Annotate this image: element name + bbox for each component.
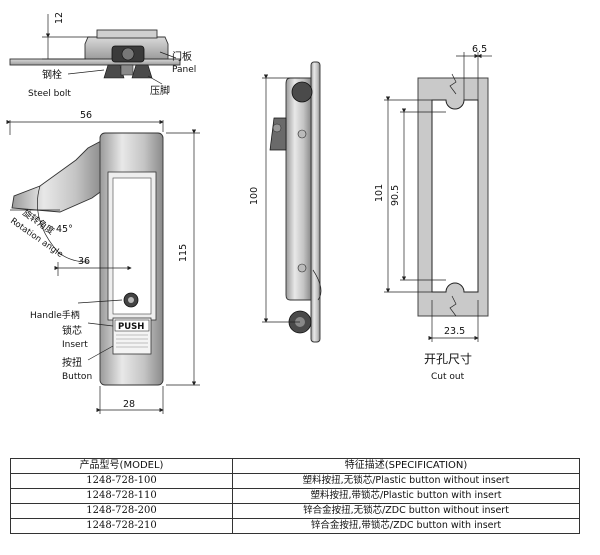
dim-23-5: 23.5 bbox=[444, 326, 465, 337]
dim-56: 56 bbox=[80, 110, 92, 121]
label-steel-bolt-en: Steel bolt bbox=[28, 89, 71, 99]
dim-115: 115 bbox=[178, 244, 189, 262]
cutout-hole bbox=[431, 99, 479, 293]
model-cell: 1248-728-210 bbox=[10, 518, 233, 534]
table-row: 1248-728-210 锌合金按扭,带锁芯/ZDC button with i… bbox=[10, 518, 580, 534]
model-cell: 1248-728-110 bbox=[10, 488, 233, 504]
label-insert-cn: 锁芯 bbox=[62, 324, 82, 337]
front-view: PUSH 56 115 45° 旋转角度 Rotation angle 36 H… bbox=[6, 110, 200, 414]
spec-cell: 塑料按扭,带锁芯/Plastic button with insert bbox=[232, 488, 580, 504]
dim-28: 28 bbox=[123, 399, 135, 410]
spec-cell: 塑料按扭,无锁芯/Plastic button without insert bbox=[232, 473, 580, 489]
technical-drawing: 12 门板 Panel 钢栓 Steel bolt 压脚 PUSH 56 bbox=[6, 12, 492, 414]
label-panel-cn: 门板 bbox=[172, 50, 192, 63]
table-row: 1248-728-100 塑料按扭,无锁芯/Plastic button wit… bbox=[10, 473, 580, 489]
model-cell: 1248-728-100 bbox=[10, 473, 233, 489]
spec-cell: 锌合金按扭,带锁芯/ZDC button with insert bbox=[232, 518, 580, 534]
dim-90-5: 90.5 bbox=[390, 185, 401, 206]
label-insert-en: Insert bbox=[62, 340, 88, 350]
dim-101: 101 bbox=[374, 184, 385, 202]
dim-6-5: 6.5 bbox=[472, 44, 487, 55]
label-foot-cn: 压脚 bbox=[150, 84, 170, 97]
header-specification: 特征描述(SPECIFICATION) bbox=[232, 458, 580, 474]
angle-45: 45° bbox=[56, 224, 73, 235]
rotated-handle bbox=[11, 139, 104, 213]
label-panel-en: Panel bbox=[172, 65, 196, 75]
spec-table: 产品型号(MODEL) 特征描述(SPECIFICATION) 1248-728… bbox=[10, 458, 580, 534]
dim-12: 12 bbox=[54, 12, 65, 24]
push-text: PUSH bbox=[118, 322, 144, 332]
model-cell: 1248-728-200 bbox=[10, 503, 233, 519]
side-panel-plate bbox=[310, 61, 321, 343]
side-view: 100 bbox=[249, 61, 322, 343]
table-header-row: 产品型号(MODEL) 特征描述(SPECIFICATION) bbox=[10, 458, 580, 474]
top-side-view: 12 门板 Panel 钢栓 Steel bolt 压脚 bbox=[9, 12, 196, 99]
label-button-cn: 按扭 bbox=[62, 356, 82, 369]
dim-100: 100 bbox=[249, 187, 260, 205]
label-button-en: Button bbox=[62, 372, 92, 382]
table-row: 1248-728-110 塑料按扭,带锁芯/Plastic button wit… bbox=[10, 488, 580, 504]
label-handle: Handle手柄 bbox=[30, 309, 80, 321]
cutout-title-en: Cut out bbox=[431, 372, 465, 382]
dim-36: 36 bbox=[78, 256, 90, 267]
table-row: 1248-728-200 锌合金按扭,无锁芯/ZDC button withou… bbox=[10, 503, 580, 519]
header-model: 产品型号(MODEL) bbox=[10, 458, 233, 474]
spec-cell: 锌合金按扭,无锁芯/ZDC button without insert bbox=[232, 503, 580, 519]
panel-plate bbox=[9, 58, 181, 66]
label-steel-bolt-cn: 钢栓 bbox=[42, 68, 62, 81]
cutout-title-cn: 开孔尺寸 bbox=[424, 352, 472, 366]
cutout-view: 6.5 101 90.5 23.5 开孔尺寸 Cut out bbox=[374, 44, 492, 382]
